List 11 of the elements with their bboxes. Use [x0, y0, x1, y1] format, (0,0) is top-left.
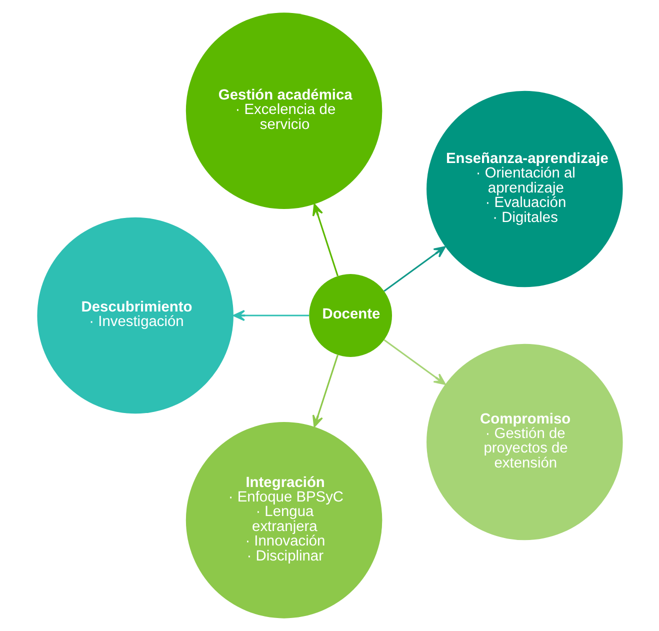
node-circle: Gestión académica · Excelencia de servicio	[185, 12, 382, 209]
node-circle: Docente	[308, 274, 392, 357]
arrow	[312, 354, 338, 428]
node-circle: Compromiso · Gestión de proyectos de extensión	[426, 344, 622, 540]
node-circle: Enseñanza-aprendizaje · Orientación al aprendizaje · Evaluación · Digitales	[426, 90, 622, 288]
node-circle: Integración · Enfoque BPSyC · Lengua extranjera · Innovación · Disciplinar	[185, 422, 382, 618]
arrow	[312, 204, 338, 276]
arrow	[232, 310, 309, 322]
arrow	[383, 339, 446, 385]
arrow	[383, 246, 446, 292]
node-circle: Descubrimiento · Investigación	[36, 217, 233, 414]
